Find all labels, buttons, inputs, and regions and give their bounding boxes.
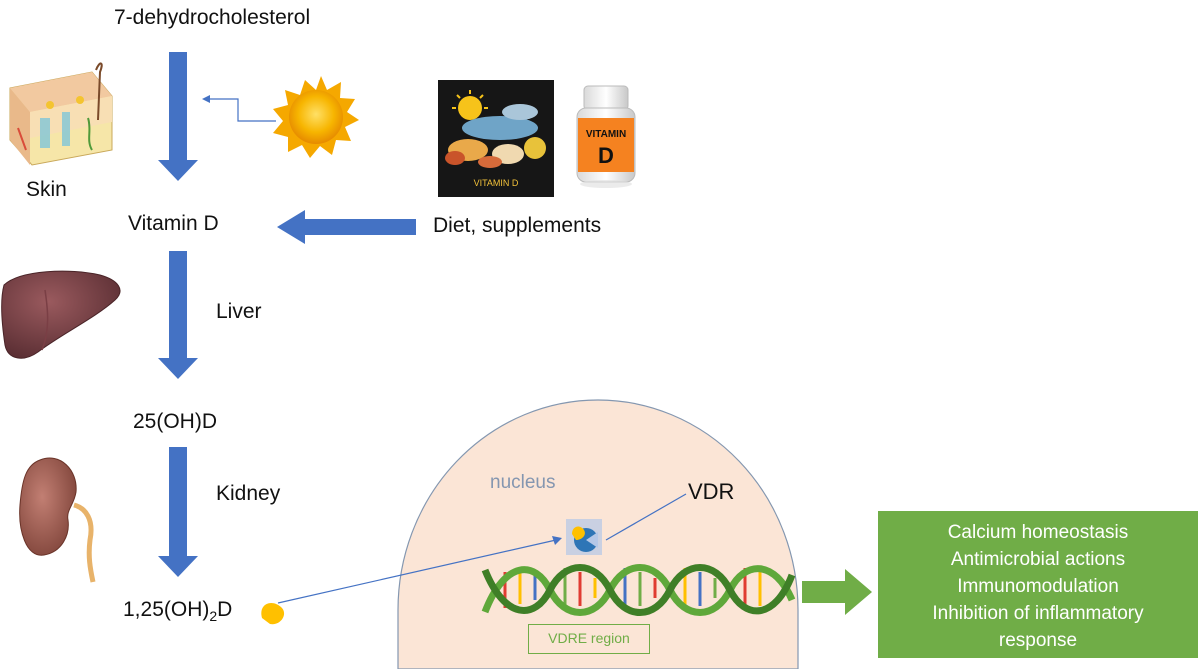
outcome-item: response: [998, 630, 1078, 651]
label-125ohd-end: D: [217, 598, 233, 621]
food-image: VITAMIN D: [438, 80, 554, 197]
kidney-icon: [19, 457, 96, 583]
label-nucleus: nucleus: [490, 472, 556, 493]
arrow-25ohd-to-125ohd: [158, 447, 198, 577]
label-125ohd-subscript: 2: [209, 608, 218, 625]
label-7-dehydrocholesterol: 7-dehydrocholesterol: [114, 6, 311, 29]
sun-icon: [273, 76, 359, 158]
arrow-dhc-to-vitd: [158, 52, 198, 181]
vdr-pointer: [605, 493, 687, 541]
liver-icon: [1, 270, 121, 359]
bottle-label-top: VITAMIN: [586, 129, 626, 140]
dna-helix-icon: [481, 564, 796, 616]
label-diet-supplements: Diet, supplements: [433, 214, 602, 237]
outcome-item: Calcium homeostasis: [947, 522, 1129, 543]
arrow-diet-to-vitd: [277, 210, 416, 244]
label-125ohd: 1,25(OH)2D: [123, 598, 232, 624]
arrow-ligand-to-vdr: [277, 539, 557, 604]
label-125ohd-main: 1,25(OH): [123, 598, 210, 621]
vdr-receptor-complex: [566, 519, 602, 555]
arrow-sun-head: [202, 95, 210, 103]
supplement-bottle-icon: VITAMIN D: [576, 85, 636, 188]
food-caption: VITAMIN D: [474, 178, 519, 188]
label-25ohd: 25(OH)D: [133, 410, 218, 433]
skin-illustration: [9, 62, 113, 166]
label-liver: Liver: [216, 300, 262, 323]
label-vdr: VDR: [688, 479, 735, 504]
label-vitamin-d: Vitamin D: [128, 212, 219, 235]
arrow-to-outcomes: [802, 569, 872, 615]
ligand-molecule: [261, 603, 285, 625]
vdre-region-box: VDRE region: [528, 624, 650, 654]
bottle-label-bottom: D: [598, 143, 614, 168]
outcomes-box: Calcium homeostasis Antimicrobial action…: [878, 511, 1198, 658]
outcome-item: Inhibition of inflammatory: [932, 603, 1144, 624]
label-skin: Skin: [26, 178, 67, 201]
outcome-item: Immunomodulation: [957, 576, 1119, 597]
arrow-sun-to-pathway: [204, 98, 276, 122]
arrow-vitd-to-25ohd: [158, 251, 198, 379]
outcome-item: Antimicrobial actions: [950, 549, 1126, 570]
label-kidney: Kidney: [216, 482, 281, 505]
